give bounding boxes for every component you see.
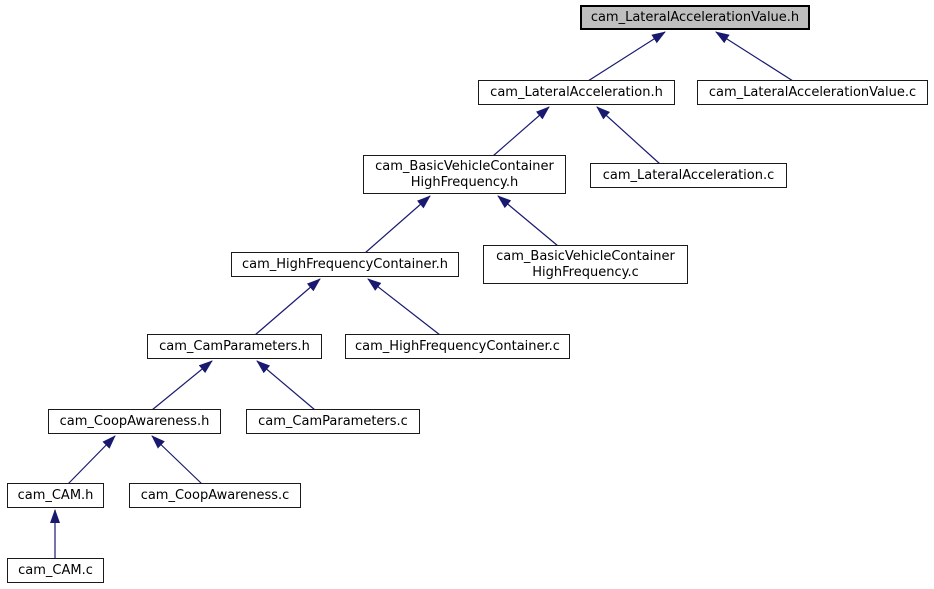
graph-node-cam-lateral-acceleration-value-h: cam_LateralAccelerationValue.h — [580, 5, 810, 30]
graph-node-cam-lateral-acceleration-h[interactable]: cam_LateralAcceleration.h — [478, 80, 675, 105]
dependency-arrow-cam-lateral-acceleration-value-c-to-cam-lateral-acceleration-value-h — [715, 31, 794, 82]
dependency-arrow-cam-basic-vehicle-container-high-frequency-c-to-cam-basic-vehicle-container-high-frequency-h — [497, 195, 559, 247]
dependency-arrow-cam-high-frequency-container-c-to-cam-high-frequency-container-h — [367, 278, 441, 336]
graph-node-cam-coop-awareness-h[interactable]: cam_CoopAwareness.h — [48, 409, 221, 434]
dependency-arrow-cam-cam-parameters-h-to-cam-high-frequency-container-h — [254, 278, 321, 336]
graph-node-cam-high-frequency-container-h[interactable]: cam_HighFrequencyContainer.h — [231, 252, 459, 277]
dependency-arrow-cam-lateral-acceleration-h-to-cam-lateral-acceleration-value-h — [587, 31, 666, 82]
graph-node-cam-cam-parameters-h[interactable]: cam_CamParameters.h — [147, 334, 322, 359]
graph-node-cam-lateral-acceleration-c[interactable]: cam_LateralAcceleration.c — [590, 163, 787, 188]
graph-node-cam-cam-c[interactable]: cam_CAM.c — [7, 558, 104, 583]
graph-node-cam-cam-parameters-c[interactable]: cam_CamParameters.c — [246, 409, 420, 434]
graph-node-cam-cam-h[interactable]: cam_CAM.h — [7, 483, 104, 508]
dependency-arrow-cam-coop-awareness-h-to-cam-cam-parameters-h — [151, 360, 213, 411]
graph-node-cam-high-frequency-container-c[interactable]: cam_HighFrequencyContainer.c — [345, 334, 570, 359]
dependency-arrow-cam-cam-parameters-c-to-cam-cam-parameters-h — [256, 360, 316, 411]
graph-node-cam-basic-vehicle-container-high-frequency-h[interactable]: cam_BasicVehicleContainer HighFrequency.… — [363, 155, 566, 194]
graph-node-cam-basic-vehicle-container-high-frequency-c[interactable]: cam_BasicVehicleContainer HighFrequency.… — [483, 245, 688, 284]
dependency-arrow-cam-coop-awareness-c-to-cam-coop-awareness-h — [151, 435, 203, 485]
dependency-arrow-cam-cam-h-to-cam-coop-awareness-h — [67, 435, 116, 485]
dependency-arrow-cam-high-frequency-container-h-to-cam-basic-vehicle-container-high-frequency-h — [364, 195, 431, 254]
graph-node-cam-coop-awareness-c[interactable]: cam_CoopAwareness.c — [129, 483, 301, 508]
graph-node-cam-lateral-acceleration-value-c[interactable]: cam_LateralAccelerationValue.c — [697, 80, 928, 105]
dependency-arrow-cam-lateral-acceleration-c-to-cam-lateral-acceleration-h — [596, 106, 661, 165]
dependency-arrow-cam-basic-vehicle-container-high-frequency-h-to-cam-lateral-acceleration-h — [492, 106, 550, 157]
